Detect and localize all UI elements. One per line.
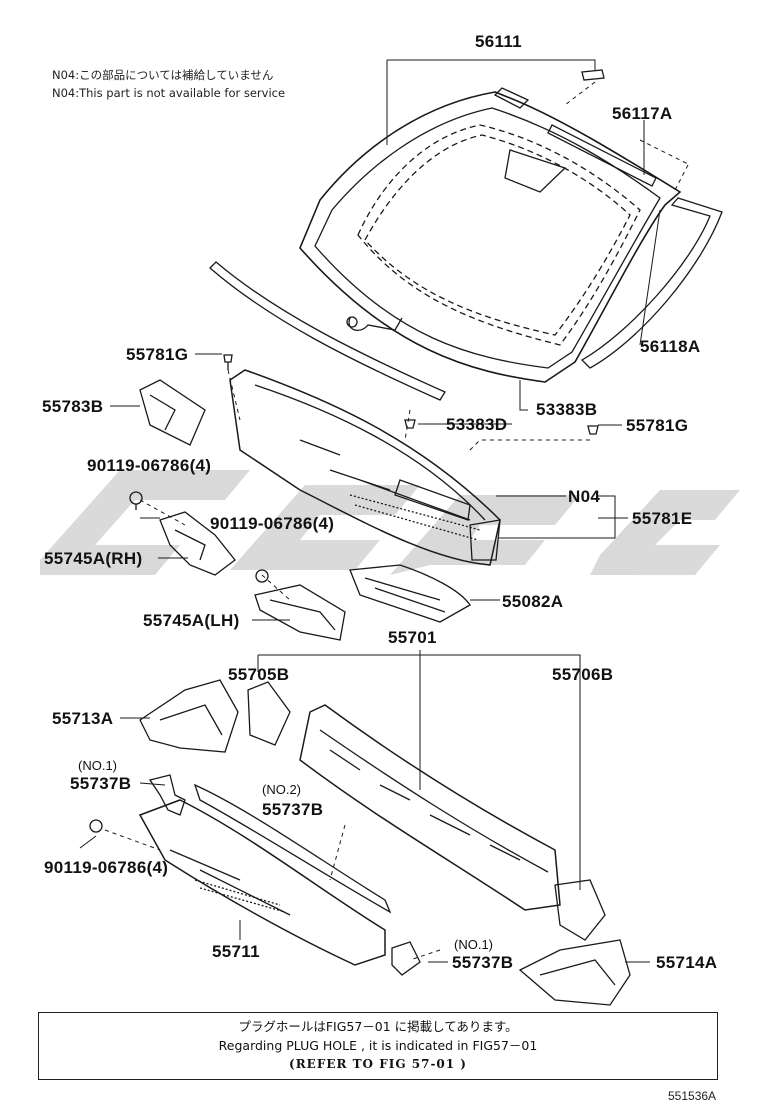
cowl-top-ventilator-55781e bbox=[229, 369, 501, 566]
moulding-56118a bbox=[580, 197, 723, 369]
clip-55781g-right bbox=[587, 425, 599, 435]
part-tag-55737b-no2: (NO.2) bbox=[262, 782, 301, 797]
seal-55737b-no1-upper bbox=[148, 774, 186, 816]
diagram-id: 551536A bbox=[668, 1089, 717, 1103]
seal-55737b-no2 bbox=[193, 783, 392, 914]
bracket-55783b bbox=[139, 379, 206, 446]
footnote-box: プラグホールはFIG57－01 に掲載してあります。 Regarding PLU… bbox=[38, 1012, 718, 1080]
footnote-ref[interactable]: (REFER TO FIG 57-01 ) bbox=[289, 1057, 467, 1071]
bracket-55706b bbox=[554, 879, 606, 941]
part-label-55713a[interactable]: 55713A bbox=[52, 709, 114, 728]
bracket-55745a-rh bbox=[159, 511, 236, 576]
part-label-90119-mid[interactable]: 90119-06786(4) bbox=[210, 514, 335, 533]
note-en: N04:This part is not available for servi… bbox=[52, 86, 286, 100]
cowl-panel-55701 bbox=[299, 704, 561, 911]
weatherstrip-53383b bbox=[209, 261, 446, 401]
line-art bbox=[79, 59, 723, 1006]
part-label-53383b[interactable]: 53383B bbox=[536, 400, 598, 419]
part-label-n04[interactable]: N04 bbox=[568, 487, 601, 506]
part-label-55745a-lh[interactable]: 55745A(LH) bbox=[143, 611, 240, 630]
part-label-55082a[interactable]: 55082A bbox=[502, 592, 564, 611]
part-label-55714a[interactable]: 55714A bbox=[656, 953, 718, 972]
bracket-55705b bbox=[247, 681, 291, 746]
part-label-55781g-left[interactable]: 55781G bbox=[126, 345, 189, 364]
clip-53383d bbox=[404, 419, 416, 429]
part-label-56118a[interactable]: 56118A bbox=[640, 337, 701, 356]
footnote-jp: プラグホールはFIG57－01 に掲載してあります。 bbox=[238, 1019, 518, 1034]
panel-55713a bbox=[139, 679, 239, 753]
glass-stop-56111 bbox=[493, 87, 530, 109]
clip-55781g-left bbox=[223, 354, 233, 370]
bolt-90119-mid bbox=[255, 569, 269, 583]
seal-55737b-no1-lower bbox=[391, 941, 421, 976]
part-label-55706b[interactable]: 55706B bbox=[552, 665, 614, 684]
bolt-90119-top bbox=[129, 491, 143, 510]
note-jp: N04:この部品については補給していません bbox=[52, 68, 274, 82]
part-label-53383d[interactable]: 53383D bbox=[446, 415, 508, 434]
moulding-56117a bbox=[547, 124, 657, 187]
bolt-90119-bottom bbox=[89, 819, 103, 833]
bracket-55745a-lh bbox=[254, 584, 346, 641]
part-label-55737b-no2[interactable]: 55737B bbox=[262, 800, 324, 819]
part-tag-55737b-no1-lower: (NO.1) bbox=[454, 937, 493, 952]
part-label-55781e[interactable]: 55781E bbox=[632, 509, 693, 528]
part-label-55711[interactable]: 55711 bbox=[212, 942, 260, 961]
part-label-56111[interactable]: 56111 bbox=[475, 32, 522, 51]
footnote-en: Regarding PLUG HOLE , it is indicated in… bbox=[218, 1038, 538, 1053]
panel-55714a bbox=[518, 939, 631, 1006]
cowl-lower-panel-55711 bbox=[138, 799, 386, 966]
part-label-90119-top[interactable]: 90119-06786(4) bbox=[87, 456, 212, 475]
part-label-55781g-right[interactable]: 55781G bbox=[626, 416, 689, 435]
part-label-56117a[interactable]: 56117A bbox=[612, 104, 673, 123]
duct-55082a bbox=[349, 564, 471, 623]
part-label-55705b[interactable]: 55705B bbox=[228, 665, 290, 684]
watermark-logo bbox=[40, 470, 740, 575]
part-label-55745a-rh[interactable]: 55745A(RH) bbox=[44, 549, 143, 568]
part-label-55737b-no1[interactable]: 55737B bbox=[70, 774, 132, 793]
part-label-55701[interactable]: 55701 bbox=[388, 628, 437, 647]
part-label-55737b-no1-lower[interactable]: 55737B bbox=[452, 953, 514, 972]
windshield-glass bbox=[299, 91, 682, 383]
part-label-55783b[interactable]: 55783B bbox=[42, 397, 104, 416]
part-label-90119-bottom[interactable]: 90119-06786(4) bbox=[44, 858, 169, 877]
spacer-56111 bbox=[581, 69, 605, 81]
part-tag-55737b-no1: (NO.1) bbox=[78, 758, 117, 773]
